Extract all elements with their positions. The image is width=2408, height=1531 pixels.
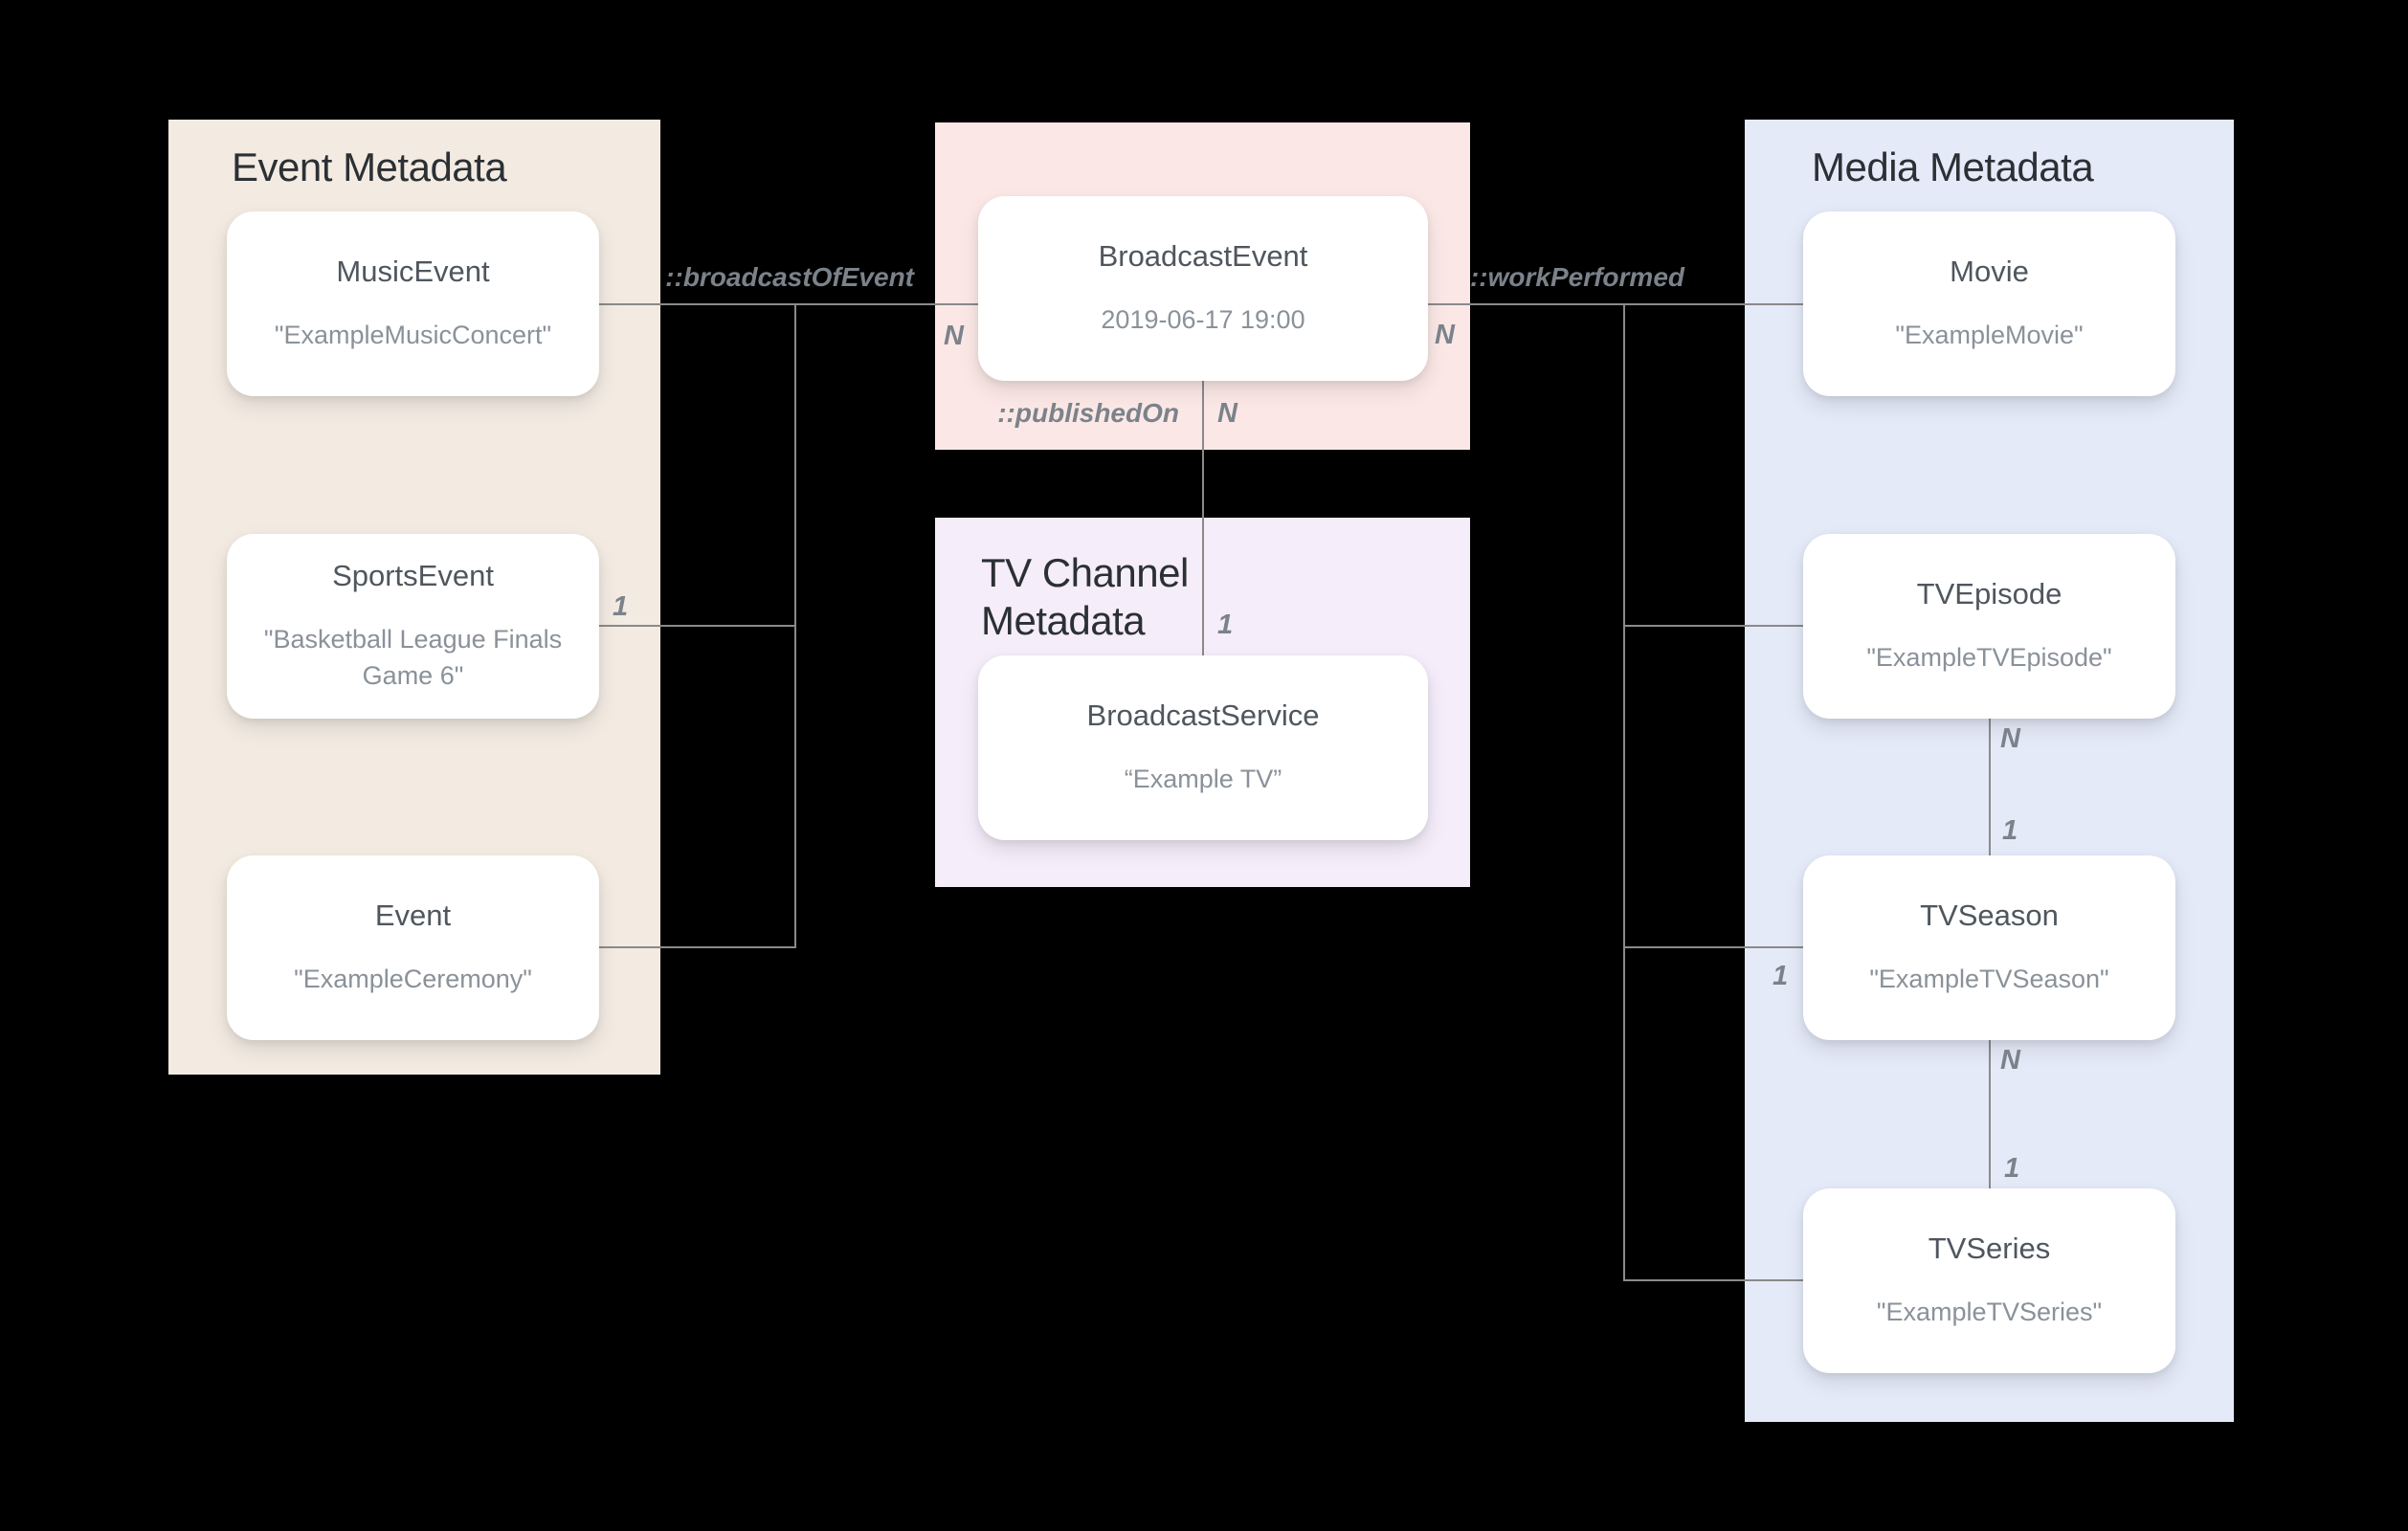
cardinality-season-series-top: N — [2000, 1045, 2020, 1076]
node-tv-season: TVSeason "ExampleTVSeason" — [1803, 855, 2175, 1040]
panel-title-media-metadata: Media Metadata — [1812, 144, 2094, 189]
edge-line-broadcastevent-movie — [1428, 303, 1803, 305]
node-broadcast-service: BroadcastService “Example TV” — [978, 655, 1428, 840]
node-title: Movie — [1950, 254, 2029, 288]
panel-title-tv-channel-metadata: TV Channel Metadata — [981, 550, 1189, 643]
edge-line-event-branch — [599, 946, 795, 948]
node-title: TVEpisode — [1916, 576, 2062, 610]
node-title: SportsEvent — [332, 558, 494, 592]
cardinality-sportsevent: 1 — [613, 591, 629, 622]
edge-label-broadcast-of-event: ::broadcastOfEvent — [665, 262, 914, 292]
node-sports-event: SportsEvent "Basketball League Finals Ga… — [227, 534, 599, 719]
node-value: "ExampleTVSeason" — [1869, 964, 2109, 993]
edge-line-tvseries-branch — [1623, 1279, 1803, 1281]
cardinality-episode-season-top: N — [2000, 723, 2020, 754]
node-value: 2019-06-17 19:00 — [1101, 304, 1305, 334]
node-value: "Basketball League Finals Game 6" — [263, 624, 563, 690]
node-tv-episode: TVEpisode "ExampleTVEpisode" — [1803, 534, 2175, 719]
node-music-event: MusicEvent "ExampleMusicConcert" — [227, 211, 599, 396]
cardinality-publishedon-bottom: 1 — [1217, 610, 1234, 640]
node-title: TVSeries — [1928, 1231, 2051, 1265]
node-value: "ExampleCeremony" — [294, 964, 532, 993]
edge-line-tvepisode-branch — [1623, 625, 1803, 627]
cardinality-broadcastevent-right: N — [1435, 320, 1455, 350]
edge-line-right-trunk — [1623, 303, 1625, 1281]
edge-line-sportsevent-branch — [599, 625, 795, 627]
node-value: "ExampleTVSeries" — [1876, 1297, 2103, 1326]
panel-title-event-metadata: Event Metadata — [232, 144, 507, 189]
node-title: MusicEvent — [336, 254, 490, 288]
node-broadcast-event: BroadcastEvent 2019-06-17 19:00 — [978, 196, 1428, 381]
cardinality-season-series-bottom: 1 — [2004, 1153, 2020, 1184]
node-movie: Movie "ExampleMovie" — [1803, 211, 2175, 396]
node-value: "ExampleTVEpisode" — [1866, 642, 2112, 672]
node-tv-series: TVSeries "ExampleTVSeries" — [1803, 1188, 2175, 1373]
node-title: BroadcastEvent — [1098, 238, 1308, 273]
node-title: Event — [374, 898, 452, 932]
edge-line-musicevent-broadcastevent — [599, 303, 978, 305]
cardinality-tvseason-left: 1 — [1773, 961, 1789, 991]
node-value: "ExampleMovie" — [1895, 320, 2084, 349]
node-title: TVSeason — [1920, 898, 2059, 932]
edge-line-left-trunk — [794, 303, 796, 948]
cardinality-publishedon-top: N — [1217, 398, 1237, 429]
edge-line-tvseason-branch — [1623, 946, 1803, 948]
node-title: BroadcastService — [1086, 698, 1320, 732]
node-value: “Example TV” — [1124, 764, 1282, 793]
edge-label-work-performed: ::workPerformed — [1469, 262, 1684, 292]
cardinality-broadcastevent-left: N — [944, 321, 964, 351]
cardinality-episode-season-bottom: 1 — [2002, 815, 2018, 846]
edge-line-publishedon — [1202, 381, 1204, 655]
edge-line-tvseason-tvseries — [1989, 1040, 1991, 1188]
node-value: "ExampleMusicConcert" — [274, 320, 552, 349]
edge-line-tvepisode-tvseason — [1989, 719, 1991, 855]
edge-label-published-on: ::publishedOn — [997, 398, 1179, 428]
node-event: Event "ExampleCeremony" — [227, 855, 599, 1040]
